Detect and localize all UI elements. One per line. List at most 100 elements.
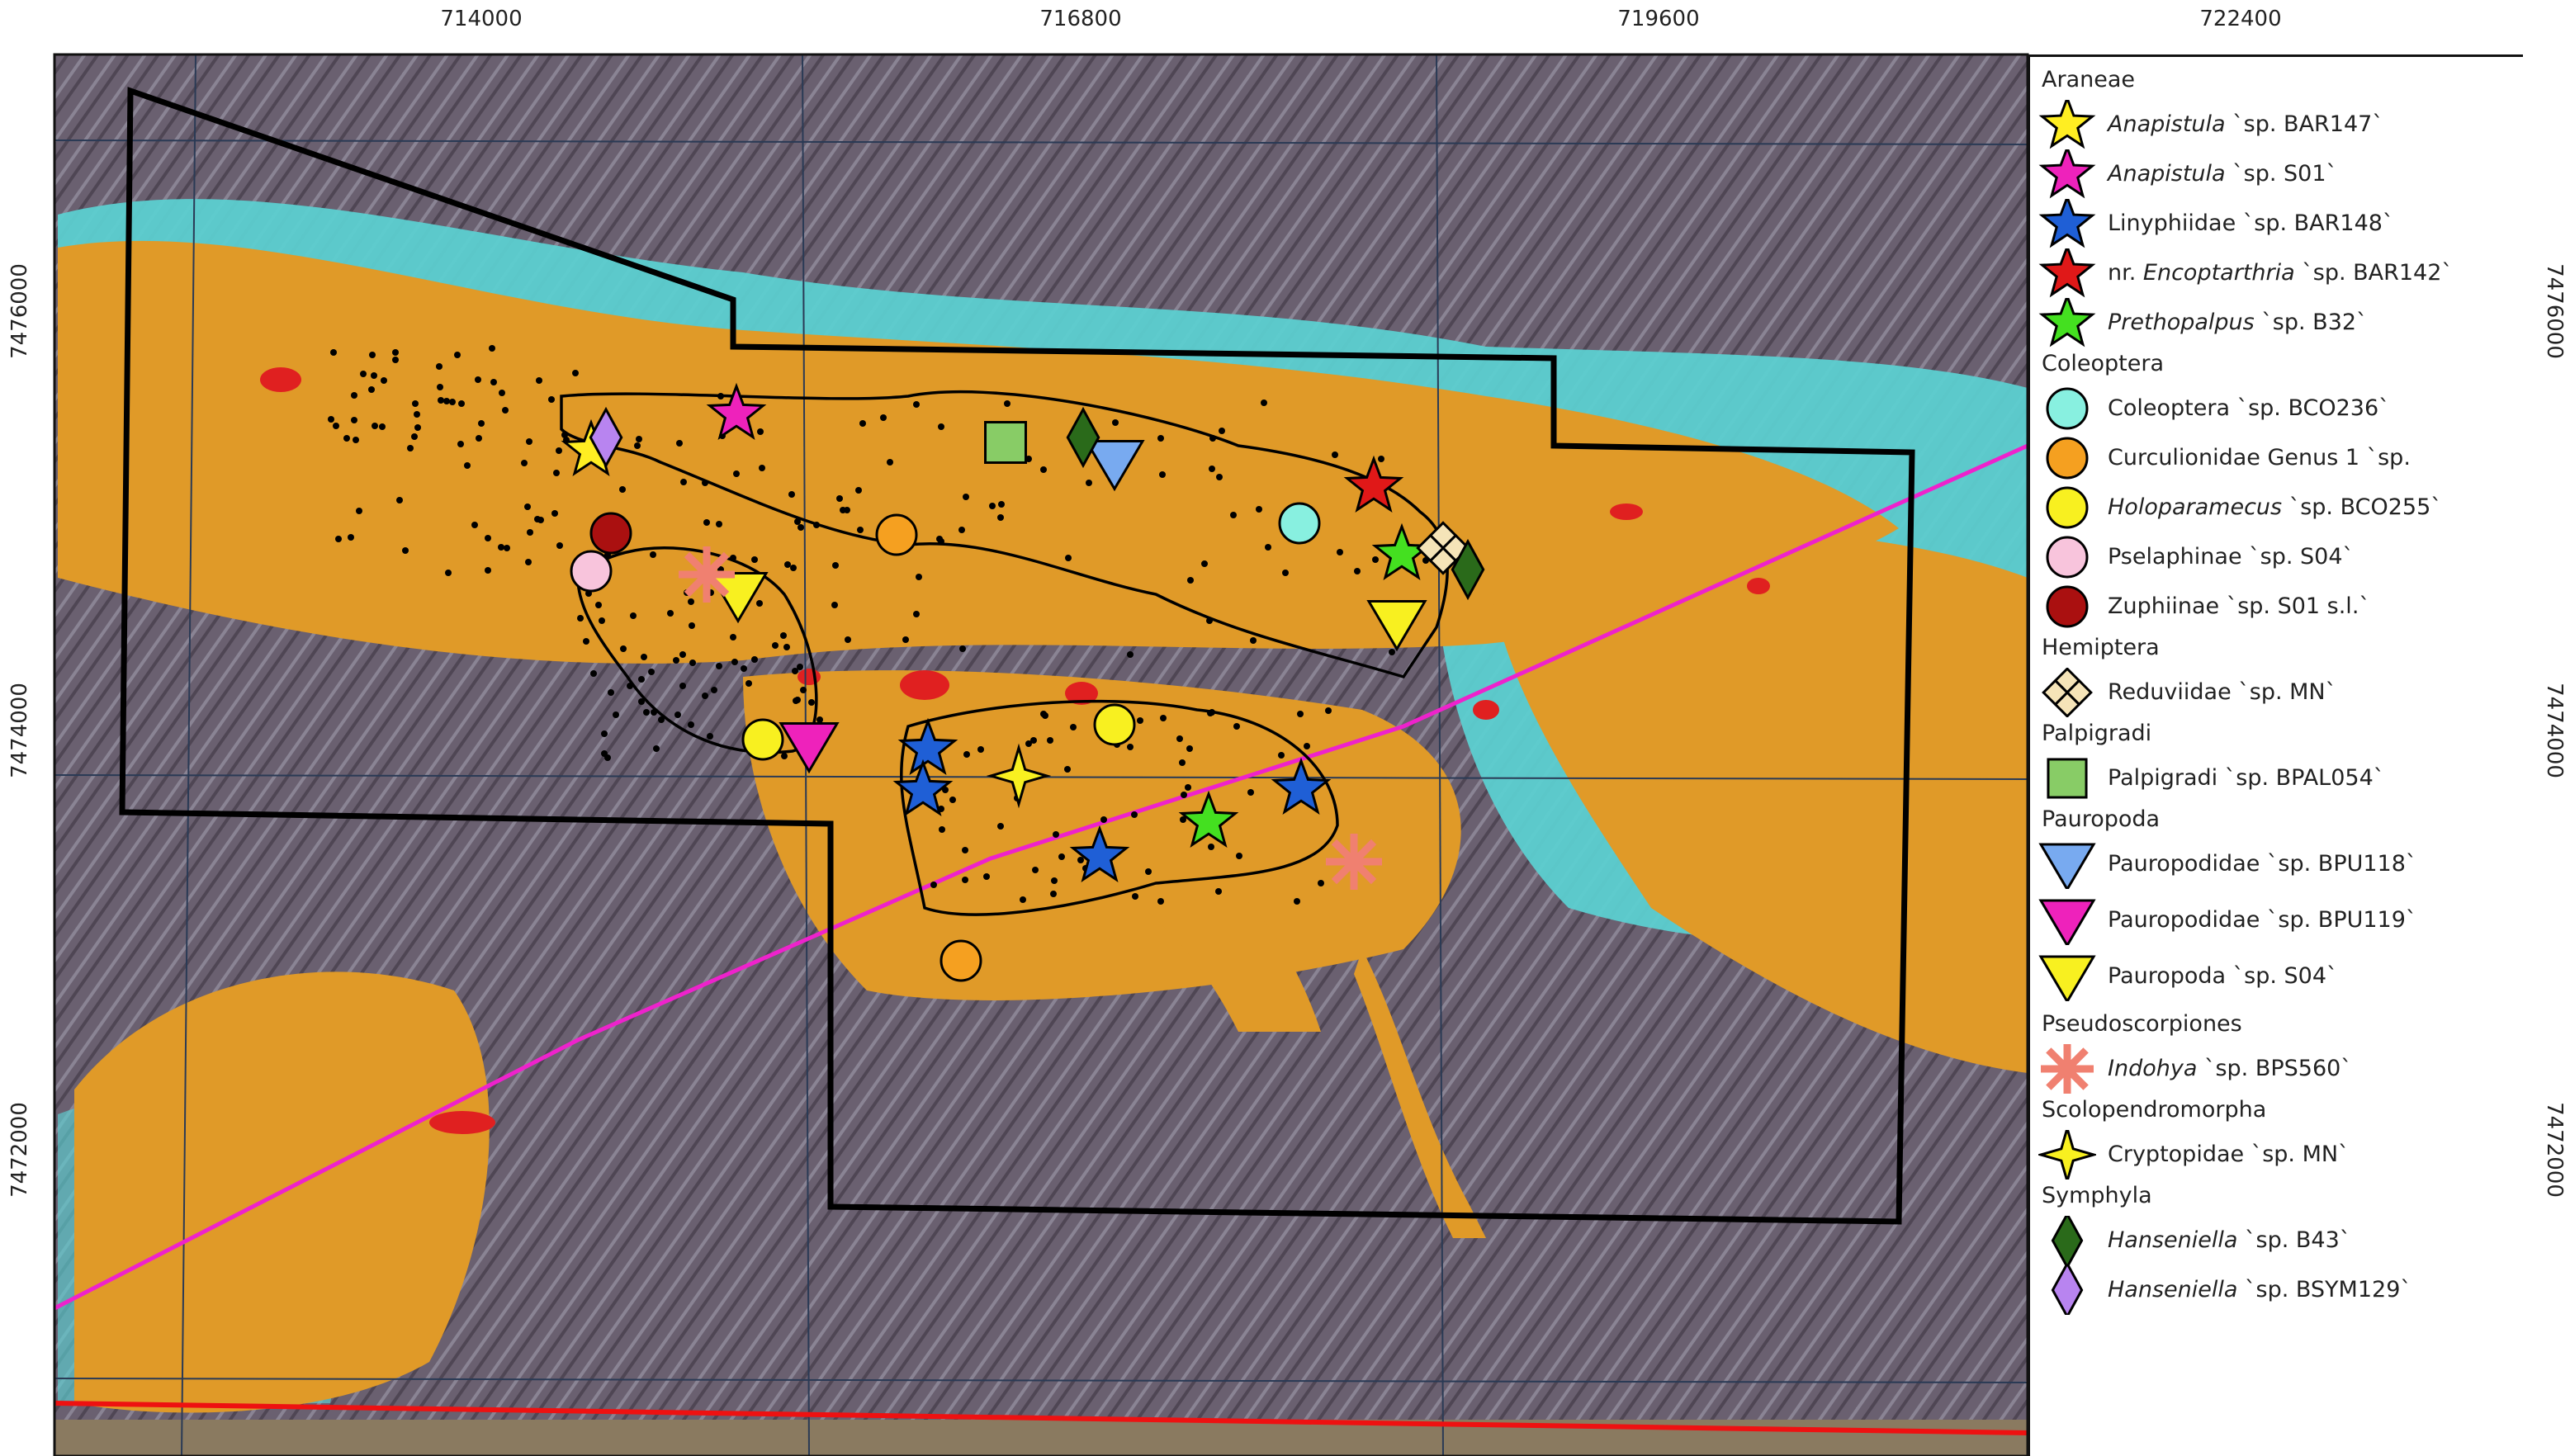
map-marker-star[interactable] (1178, 790, 1239, 848)
sampling-dot (411, 433, 418, 440)
sampling-dot (551, 510, 558, 517)
sampling-dot (983, 873, 990, 880)
legend-item: Curculionidae Genus 1 `sp. (2030, 433, 2525, 483)
sampling-dot (1236, 853, 1242, 859)
map-marker-star[interactable] (1271, 757, 1332, 815)
sampling-dot (783, 644, 790, 650)
sampling-dot (458, 400, 465, 407)
map-marker-triangle[interactable] (708, 572, 769, 624)
sampling-dot (717, 393, 724, 399)
sampling-dot (1159, 471, 1166, 478)
legend-group-title: Palpigradi (2042, 721, 2152, 746)
map-marker-triangle[interactable] (1084, 440, 1145, 492)
legend-item: Hanseniella `sp. BSYM129` (2030, 1265, 2525, 1315)
map-marker-circle[interactable] (1278, 502, 1321, 545)
circle-symbol (2046, 585, 2089, 628)
circle-symbol (2046, 536, 2089, 579)
sampling-dot (1206, 617, 1213, 624)
map-marker-circle[interactable] (939, 939, 982, 982)
sampling-dot (836, 495, 843, 502)
map-marker-square[interactable] (984, 421, 1027, 464)
sampling-dot (368, 386, 375, 393)
sampling-dot (977, 746, 984, 753)
sampling-dot (997, 823, 1004, 830)
legend-item: nr. Encoptarthria `sp. BAR142` (2030, 248, 2525, 298)
sampling-dot (608, 689, 614, 696)
map-marker-star[interactable] (706, 382, 767, 440)
y-tick-label-right: 7476000 (2541, 263, 2567, 359)
sampling-dot (471, 522, 478, 528)
map-marker-star[interactable] (1343, 455, 1404, 513)
legend-group-title: Pauropoda (2042, 806, 2161, 832)
sampling-dot (1318, 880, 1324, 886)
map-marker-star[interactable] (892, 759, 954, 816)
map-marker-triangle[interactable] (779, 722, 840, 774)
sampling-dot (790, 565, 797, 571)
map-marker-circle[interactable] (1093, 703, 1136, 746)
map-marker-triangle[interactable] (1366, 600, 1427, 652)
sampling-dot (913, 401, 920, 408)
sampling-dot (1230, 512, 1237, 518)
sampling-dot (534, 516, 541, 522)
legend-item-label: Indohya `sp. BPS560` (2108, 1056, 2352, 1081)
sampling-dot (1282, 570, 1289, 576)
map-marker-star[interactable] (897, 717, 958, 775)
sampling-dot (902, 636, 909, 643)
sampling-dot (590, 670, 597, 677)
circle-symbol (2046, 437, 2089, 480)
legend-item-label: Anapistula `sp. S01` (2108, 161, 2338, 187)
sampling-dot (1137, 717, 1143, 724)
red-patches (260, 367, 1770, 1134)
sampling-dot (464, 462, 471, 469)
square-legend-icon (2047, 758, 2088, 799)
legend-item-label: nr. Encoptarthria `sp. BAR142` (2108, 260, 2453, 286)
sampling-dot (859, 420, 866, 427)
y-tick-label-left: 7476000 (7, 263, 32, 359)
diamond-legend-icon (2051, 1216, 2084, 1265)
triangle-legend-icon (2038, 843, 2096, 889)
map-marker-sparkle[interactable] (986, 743, 1052, 809)
sampling-dot (751, 556, 758, 563)
legend-item-label: Pauropodidae `sp. BPU119` (2108, 907, 2417, 933)
map-marker-diamond[interactable] (1066, 406, 1100, 469)
sampling-dot (702, 480, 708, 486)
legend-item: Hanseniella `sp. B43` (2030, 1216, 2525, 1265)
sampling-dot (1261, 399, 1267, 406)
map-marker-diamond[interactable] (1451, 538, 1485, 601)
map-frame (54, 54, 2028, 1456)
legend-item-label: Prethopalpus `sp. B32` (2108, 310, 2368, 335)
circle-legend-icon (2046, 585, 2089, 628)
sampling-dot (702, 693, 708, 699)
sampling-dot (630, 612, 637, 619)
map-marker-asterisk[interactable] (679, 546, 735, 603)
sampling-dot (1187, 577, 1194, 584)
sampling-dot (676, 440, 683, 447)
sampling-dot (707, 733, 713, 740)
sampling-dot (643, 709, 650, 716)
sampling-dot (788, 491, 795, 498)
legend-item: Cryptopidae `sp. MN` (2030, 1130, 2525, 1179)
sampling-dot (673, 657, 679, 664)
asterisk-symbol (2041, 1044, 2094, 1094)
circle-legend-icon (2046, 387, 2089, 430)
map-marker-circle[interactable] (741, 718, 784, 761)
sampling-dot (445, 570, 452, 576)
sampling-dot (997, 514, 1004, 521)
map-marker-asterisk[interactable] (1326, 834, 1382, 890)
sampling-dot (832, 562, 839, 569)
map-marker-diamond[interactable] (589, 406, 623, 469)
legend-item: Linyphiidae `sp. BAR148` (2030, 199, 2525, 248)
sampling-dot (730, 555, 736, 561)
tenement-boundary[interactable] (119, 87, 1915, 1225)
sampling-dot (703, 519, 710, 526)
map-marker-star[interactable] (1069, 825, 1130, 882)
star-legend-icon (2038, 248, 2096, 298)
sampling-dot (916, 574, 922, 580)
sampling-dot (844, 507, 850, 513)
map-marker-circle[interactable] (589, 512, 632, 555)
map-marker-circle[interactable] (570, 550, 613, 593)
sampling-dot (1378, 456, 1384, 462)
sampling-dot (348, 534, 354, 541)
map-marker-circle[interactable] (875, 513, 918, 556)
